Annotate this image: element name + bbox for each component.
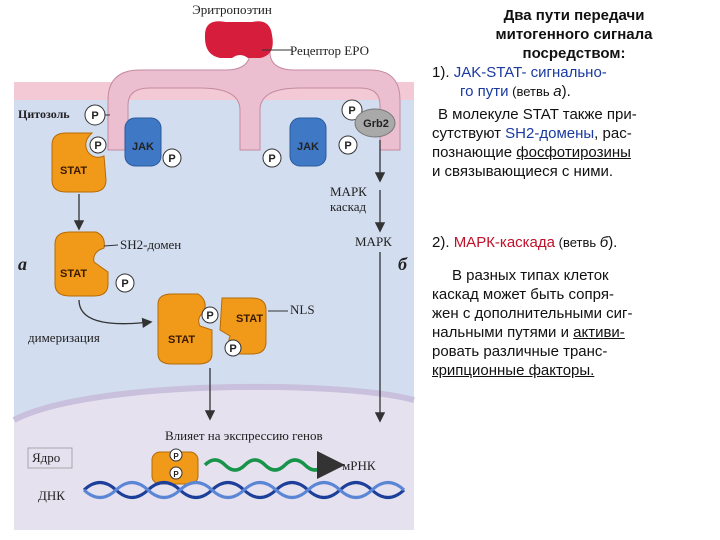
svg-text:STAT: STAT	[168, 334, 195, 346]
signaling-diagram: Эритропоэтин Рецептор ЕРО Цитозоль P P G…	[12, 2, 415, 530]
svg-text:P: P	[206, 310, 213, 322]
title-line-1: Два пути передачи	[503, 7, 645, 24]
phospho-tf-2	[169, 466, 183, 480]
mapk-cascade-label-2: каскад	[330, 199, 367, 214]
jak-right	[289, 117, 327, 167]
title-line-2: митогенного сигнала	[495, 26, 653, 43]
point-2: 2). МАРК-каскада (ветвь б).	[432, 234, 618, 251]
svg-text:STAT: STAT	[236, 313, 263, 325]
phospho-jak-left	[162, 148, 182, 168]
phospho-right-top	[341, 99, 363, 121]
stat-dimer-left	[157, 293, 213, 365]
receptor-label: Рецептор ЕРО	[290, 43, 369, 58]
stat-1	[51, 132, 107, 193]
mapk-label: МАРК	[355, 234, 392, 249]
svg-text:P: P	[348, 105, 355, 117]
stat-2	[54, 231, 109, 297]
paragraph-4-line-6: крипционные факторы.	[432, 362, 595, 379]
point-1-line-1: 1). JAK-STAT- сигнально-	[432, 64, 607, 81]
grb2-label: Grb2	[363, 118, 389, 130]
paragraph-4-line-4: нальными путями и активи-	[432, 324, 625, 341]
svg-text:P: P	[173, 470, 179, 479]
paragraph-2-line-3: познающие фосфотирозины	[432, 144, 631, 161]
branch-b-label: б	[398, 254, 408, 274]
phospho-dimer-1	[201, 306, 219, 324]
svg-text:P: P	[229, 343, 236, 355]
paragraph-4-line-1: В разных типах клеток	[452, 267, 609, 284]
mrna-strand	[203, 458, 327, 472]
paragraph-4-line-2: каскад может быть сопря-	[432, 286, 614, 303]
jak-left	[124, 117, 162, 167]
svg-text:P: P	[173, 452, 179, 461]
mrna-label: мРНК	[342, 458, 376, 473]
svg-text:STAT: STAT	[60, 268, 87, 280]
phospho-jak-right-2	[338, 135, 358, 155]
phospho-jak-right-1	[262, 148, 282, 168]
svg-text:P: P	[121, 278, 128, 290]
svg-text:STAT: STAT	[60, 165, 87, 177]
arrow-dimerization	[78, 299, 153, 329]
dimerization-label: димеризация	[28, 330, 100, 345]
gene-expression-label: Влияет на экспрессию генов	[165, 428, 323, 443]
svg-text:P: P	[168, 153, 175, 165]
sh2-pointer	[103, 244, 119, 247]
svg-text:P: P	[91, 110, 98, 122]
cytosol-label: Цитозоль	[18, 107, 70, 121]
phospho-dimer-2	[224, 339, 242, 357]
sh2-domain-label: SH2-домен	[120, 237, 181, 252]
paragraph-4-line-5: ровать различные транс-	[432, 343, 608, 360]
paragraph-2-line-4: и связывающиеся с ними.	[432, 163, 614, 180]
grb2-protein	[354, 108, 396, 138]
branch-a-label: а	[18, 254, 27, 274]
title-line-3: посредством:	[522, 45, 626, 62]
nuclear-envelope	[12, 383, 415, 423]
nls-label: NLS	[290, 302, 315, 317]
svg-text:P: P	[268, 153, 275, 165]
point-1-line-2: го пути (ветвь а).	[460, 83, 571, 100]
svg-text:P: P	[344, 140, 351, 152]
explanation-text: Два пути передачи митогенного сигнала по…	[432, 6, 716, 380]
svg-text:JAK: JAK	[297, 141, 319, 153]
nucleus-label-box	[27, 447, 73, 469]
nucleus-label: Ядро	[32, 450, 60, 465]
svg-text:P: P	[94, 140, 101, 152]
svg-text:JAK: JAK	[132, 141, 154, 153]
dna-strand-2	[82, 481, 406, 499]
epo-molecule	[204, 21, 273, 58]
dna-label: ДНК	[38, 488, 65, 503]
phospho-stat-1	[89, 136, 107, 154]
paragraph-4-line-3: жен с дополнительными сиг-	[432, 305, 633, 322]
mapk-cascade-label-1: МАРК	[330, 184, 367, 199]
paragraph-2-line-1: В молекуле STAT также при-	[438, 106, 637, 123]
phospho-tf-1	[169, 448, 183, 462]
paragraph-2-line-2: сутствуют SH2-домены, рас-	[432, 125, 632, 142]
phospho-stat-2	[115, 273, 135, 293]
epo-label: Эритропоэтин	[192, 2, 272, 17]
